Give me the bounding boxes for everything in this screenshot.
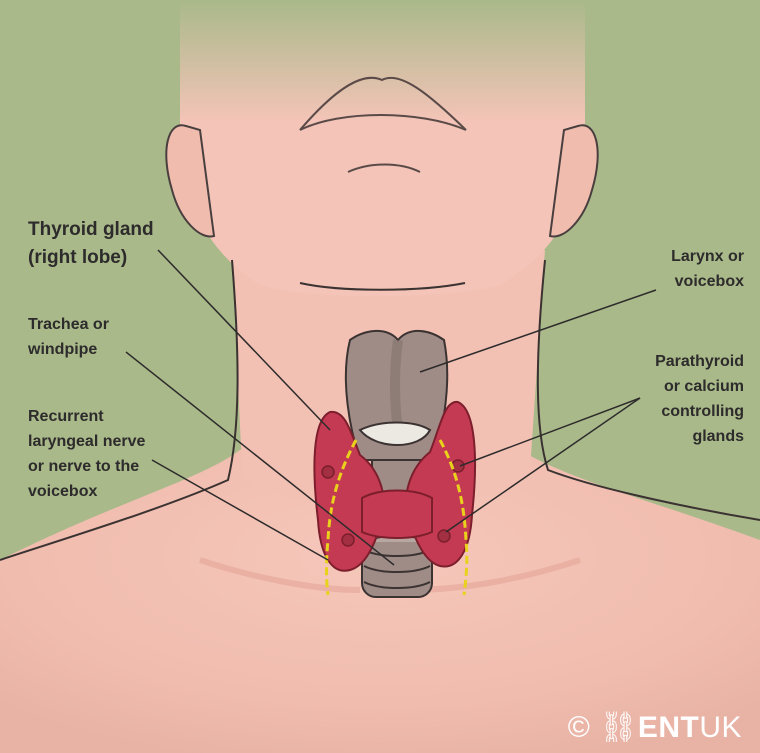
label-line: controlling [655, 399, 744, 424]
label-recurrent-laryngeal-nerve: Recurrent laryngeal nerve or nerve to th… [28, 404, 145, 504]
label-line: voicebox [28, 479, 145, 504]
label-trachea: Trachea or windpipe [28, 312, 109, 362]
label-line: voicebox [671, 269, 744, 294]
label-line: or calcium [655, 374, 744, 399]
top-fade [0, 0, 760, 120]
label-line: (right lobe) [28, 244, 154, 272]
parathyroid-gland-1 [322, 466, 334, 478]
label-line: Larynx or [671, 244, 744, 269]
label-line: Parathyroid [655, 349, 744, 374]
label-line: windpipe [28, 337, 109, 362]
copyright-icon: © [568, 711, 591, 744]
thyroid-isthmus [362, 491, 432, 539]
label-line: or nerve to the [28, 454, 145, 479]
parathyroid-gland-2 [342, 534, 354, 546]
watermark-suffix: UK [699, 711, 742, 744]
label-larynx: Larynx or voicebox [671, 244, 744, 294]
watermark-brand: ENT [638, 711, 700, 744]
label-line: glands [655, 424, 744, 449]
label-line: Thyroid gland [28, 216, 154, 244]
entuk-logo-icon: ⛓ [599, 711, 638, 744]
label-parathyroid: Parathyroid or calcium controlling gland… [655, 349, 744, 449]
label-line: Recurrent [28, 404, 145, 429]
entuk-watermark: © ⛓ENTUK [568, 710, 742, 745]
label-line: laryngeal nerve [28, 429, 145, 454]
label-thyroid-gland: Thyroid gland (right lobe) [28, 216, 154, 272]
parathyroid-gland-4 [438, 530, 450, 542]
parathyroid-gland-3 [452, 460, 464, 472]
label-line: Trachea or [28, 312, 109, 337]
